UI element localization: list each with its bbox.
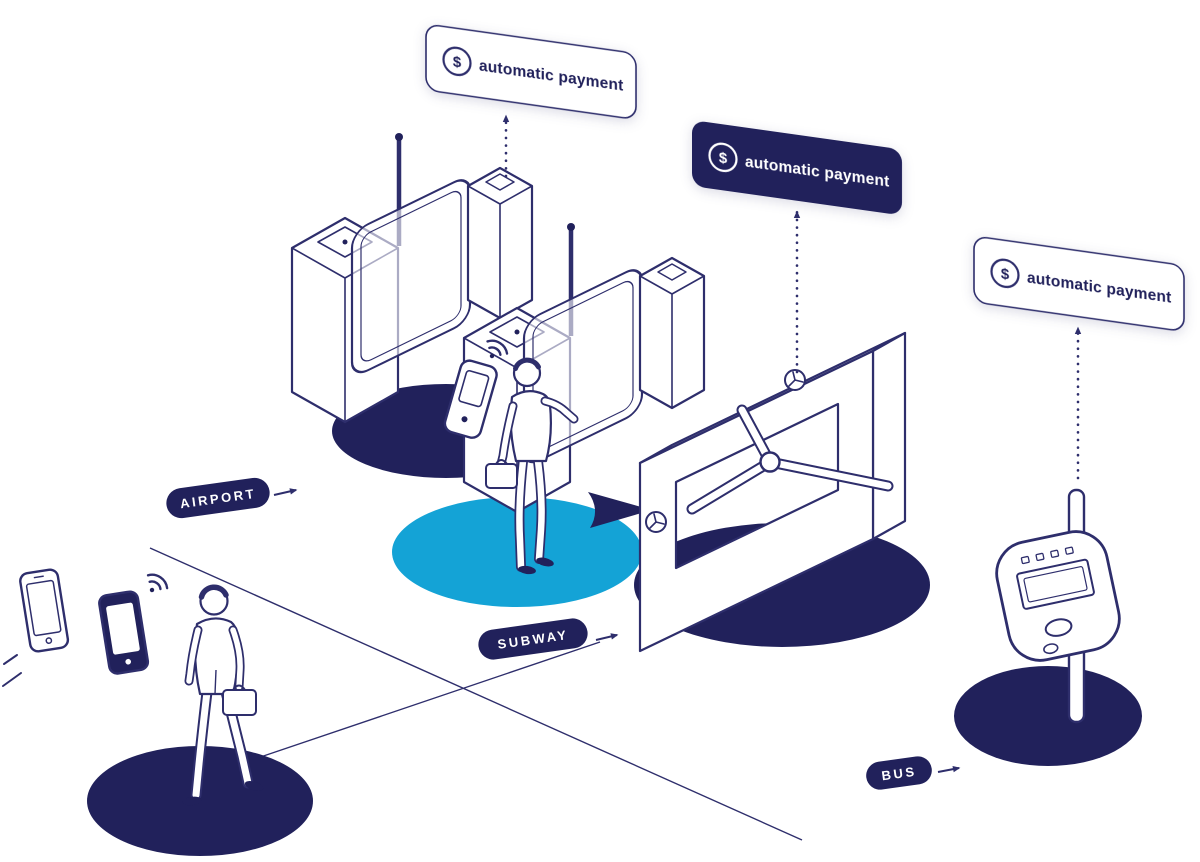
validator-screen-inner: [1023, 566, 1088, 603]
payment-badge-airport: $ automatic payment: [425, 24, 637, 119]
pill-background: [478, 618, 588, 660]
validator-device: [995, 530, 1121, 662]
jacket-vent: [214, 669, 217, 695]
dollar-circle-icon: $: [708, 142, 738, 173]
leg: [534, 457, 545, 563]
briefcase: [222, 689, 257, 716]
arm: [542, 398, 577, 422]
badge-background: [425, 24, 637, 119]
briefcase-handle: [232, 684, 246, 691]
route-pill-airport: AIRPORT: [166, 477, 270, 519]
tripod-arms: [686, 404, 894, 515]
validator-screen: [1016, 558, 1095, 610]
wifi-icon: [486, 339, 509, 359]
arrow-icon: [273, 488, 298, 496]
route-pill-label: BUS: [881, 764, 918, 784]
arm: [230, 627, 243, 690]
turnstile-emblem: [784, 369, 806, 391]
validator-button-small: [1043, 643, 1059, 655]
validator-button: [1044, 618, 1073, 637]
tripod-hub: [759, 451, 781, 473]
dollar-glyph: $: [719, 149, 728, 167]
motion-lines: [2, 654, 22, 687]
dollar-glyph: $: [453, 53, 462, 71]
payment-flow-arrows: [502, 114, 1082, 480]
arm: [498, 403, 516, 467]
validator-indicator: [1020, 555, 1030, 565]
smartphone-outline: [19, 568, 70, 653]
direction-arrow: [588, 492, 652, 528]
validator-indicator: [1064, 546, 1074, 555]
subway-turnstile: [638, 331, 907, 653]
leg: [516, 457, 527, 571]
route-line-bus: [149, 547, 803, 841]
airport-gates: [292, 133, 704, 512]
turnstile-frame-side: [871, 331, 907, 541]
shoe: [536, 557, 554, 567]
route-pill-subway: SUBWAY: [478, 618, 588, 660]
arm: [186, 627, 201, 684]
shoe: [244, 781, 264, 791]
card-reader: [443, 359, 498, 439]
validator-indicator: [1050, 549, 1060, 558]
smartphone-active: [98, 590, 150, 675]
shoe: [518, 565, 536, 575]
pill-background: [866, 756, 932, 790]
hair: [198, 584, 229, 600]
wifi-icon: [146, 573, 169, 593]
validator-floor-shadow: [954, 666, 1142, 766]
route-lines: [149, 547, 803, 841]
route-pill-bus: BUS: [866, 756, 932, 790]
briefcase: [485, 463, 518, 489]
leg: [192, 688, 211, 799]
walking-passenger: [182, 584, 264, 806]
smartphones: [2, 568, 169, 687]
arrow-icon: [595, 633, 619, 641]
badge-background: [692, 121, 902, 214]
dollar-circle-icon: $: [990, 258, 1020, 289]
arrow-icon: [937, 765, 961, 773]
payment-badge-subway: $ automatic payment: [692, 121, 902, 214]
dollar-glyph: $: [1001, 265, 1010, 283]
briefcase-handle: [495, 459, 508, 465]
passenger-at-gate: [485, 357, 579, 575]
badge-background: [973, 236, 1185, 331]
shoe: [182, 796, 202, 806]
route-line-subway: [227, 641, 601, 769]
turnstile-emblem: [645, 511, 667, 533]
hair: [513, 357, 541, 371]
validator-indicator: [1035, 552, 1045, 562]
pill-background: [166, 477, 270, 519]
dollar-circle-icon: $: [442, 46, 472, 77]
payment-badge-bus: $ automatic payment: [973, 236, 1185, 331]
bus-validator: [995, 488, 1121, 724]
